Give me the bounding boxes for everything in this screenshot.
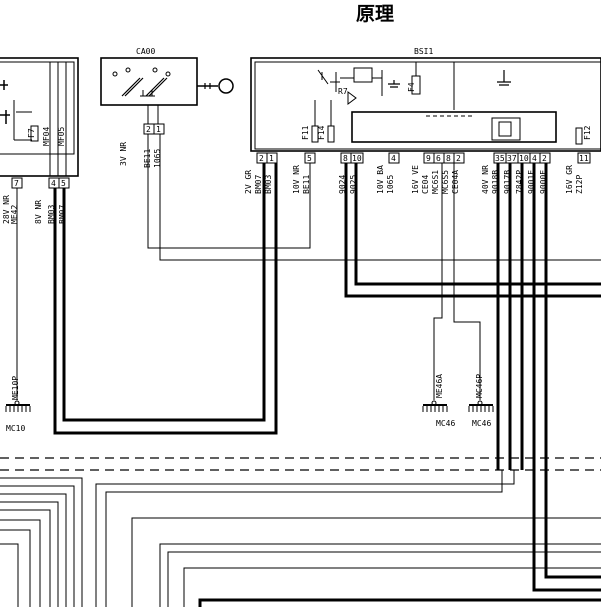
wire-label: BM03	[264, 175, 273, 194]
fuse-f4-label: F4	[407, 82, 416, 92]
wire-label: CE04	[421, 175, 430, 194]
mf05-label: MF05	[57, 127, 66, 146]
wire-1065-ca00: 1065	[153, 149, 162, 168]
ground-mc46-label-2: MC46	[472, 419, 491, 428]
fuse-f12-label: F12	[583, 125, 592, 140]
bsi1-pins: 2 1 5 8 10 4 9 6 8 2 35 37 10 4 2 11	[259, 154, 589, 163]
bsi-pin: 2	[542, 154, 547, 163]
conn-8v-nr: 8V NR	[34, 200, 43, 224]
diagram-title: 原理	[356, 3, 394, 25]
left-pin-5: 5	[61, 179, 66, 188]
left-pin-7: 7	[14, 179, 19, 188]
bsi-pin: 2	[259, 154, 264, 163]
bsi-pin: 35	[495, 154, 505, 163]
wire-label: MC6S5	[441, 170, 450, 194]
bsi-pin: 2	[456, 154, 461, 163]
mf04-label: MF04	[42, 127, 51, 146]
wire-label: 1065	[386, 175, 395, 194]
wire-me42: ME42	[10, 205, 19, 224]
wire-label: 9018B	[491, 170, 500, 194]
fuse-f7-label: F7	[27, 128, 36, 138]
bsi-conn-16v-ve: 16V VE	[411, 165, 420, 194]
bsi1-module	[250, 57, 601, 164]
wire-label: 7842P	[515, 170, 524, 194]
wire-label: Z12P	[575, 175, 584, 194]
ca00-switch	[100, 57, 234, 135]
bsi-conn-10v-ba: 10V BA	[376, 165, 385, 194]
wire-label: CE04A	[451, 170, 460, 194]
bsi-pin: 6	[436, 154, 441, 163]
wire-label: 9025	[349, 175, 358, 194]
bsi-pin: 10	[352, 154, 362, 163]
wire-label: 9017B	[503, 170, 512, 194]
wire-me10p: ME10P	[11, 376, 20, 400]
wire-label: 9001E	[527, 170, 536, 194]
ca00-label: CA00	[136, 47, 155, 56]
wire-label: BM07	[254, 175, 263, 194]
wire-label: 9024	[338, 175, 347, 194]
wire-mc46p: MC46P	[475, 374, 484, 398]
ca00-connector-3v-nr: 3V NR	[119, 142, 128, 166]
ground-symbols	[5, 400, 494, 412]
bsi-pin: 1	[269, 154, 274, 163]
wire-me46a: ME46A	[435, 374, 444, 398]
bsi-conn-2v-gr: 2V GR	[244, 170, 253, 194]
bsi-pin: 9	[426, 154, 431, 163]
bsi1-label: BSI1	[414, 47, 433, 56]
bsi-pin: 11	[579, 154, 589, 163]
wire-label: 9000E	[539, 170, 548, 194]
bsi-pin: 8	[446, 154, 451, 163]
bsi-pin: 4	[391, 154, 396, 163]
wire-bm03-left: BM03	[47, 205, 56, 224]
wires	[0, 134, 601, 607]
bsi-wire-labels: BM07 BM03 BE11 9024 9025 1065 CE04 MC6S1…	[254, 170, 584, 194]
bsi-pin: 8	[343, 154, 348, 163]
ca00-pin-2: 2	[146, 125, 151, 134]
relay-r7-label: R7	[338, 87, 348, 96]
left-pin-4: 4	[51, 179, 56, 188]
bsi-pin: 4	[532, 154, 537, 163]
bsi-conn-40v-nr: 40V NR	[481, 165, 490, 194]
fuse-f14-label: F14	[317, 125, 326, 140]
ground-mc10-label: MC10	[6, 424, 25, 433]
bsi-conn-16v-gr: 16V GR	[565, 165, 574, 194]
bsi-pin: 10	[519, 154, 529, 163]
ca00-pin-1: 1	[156, 125, 161, 134]
wire-label: MC6S1	[431, 170, 440, 194]
left-module	[0, 57, 79, 189]
bsi-pin: 37	[507, 154, 517, 163]
bsi-conn-10v-nr: 10V NR	[292, 165, 301, 194]
fuse-f11-label: F11	[301, 125, 310, 140]
ground-mc46-label-1: MC46	[436, 419, 455, 428]
wire-label: BE11	[302, 175, 311, 194]
bsi-pin: 5	[307, 154, 312, 163]
conn-28v-nr: 28V NR	[2, 195, 11, 224]
